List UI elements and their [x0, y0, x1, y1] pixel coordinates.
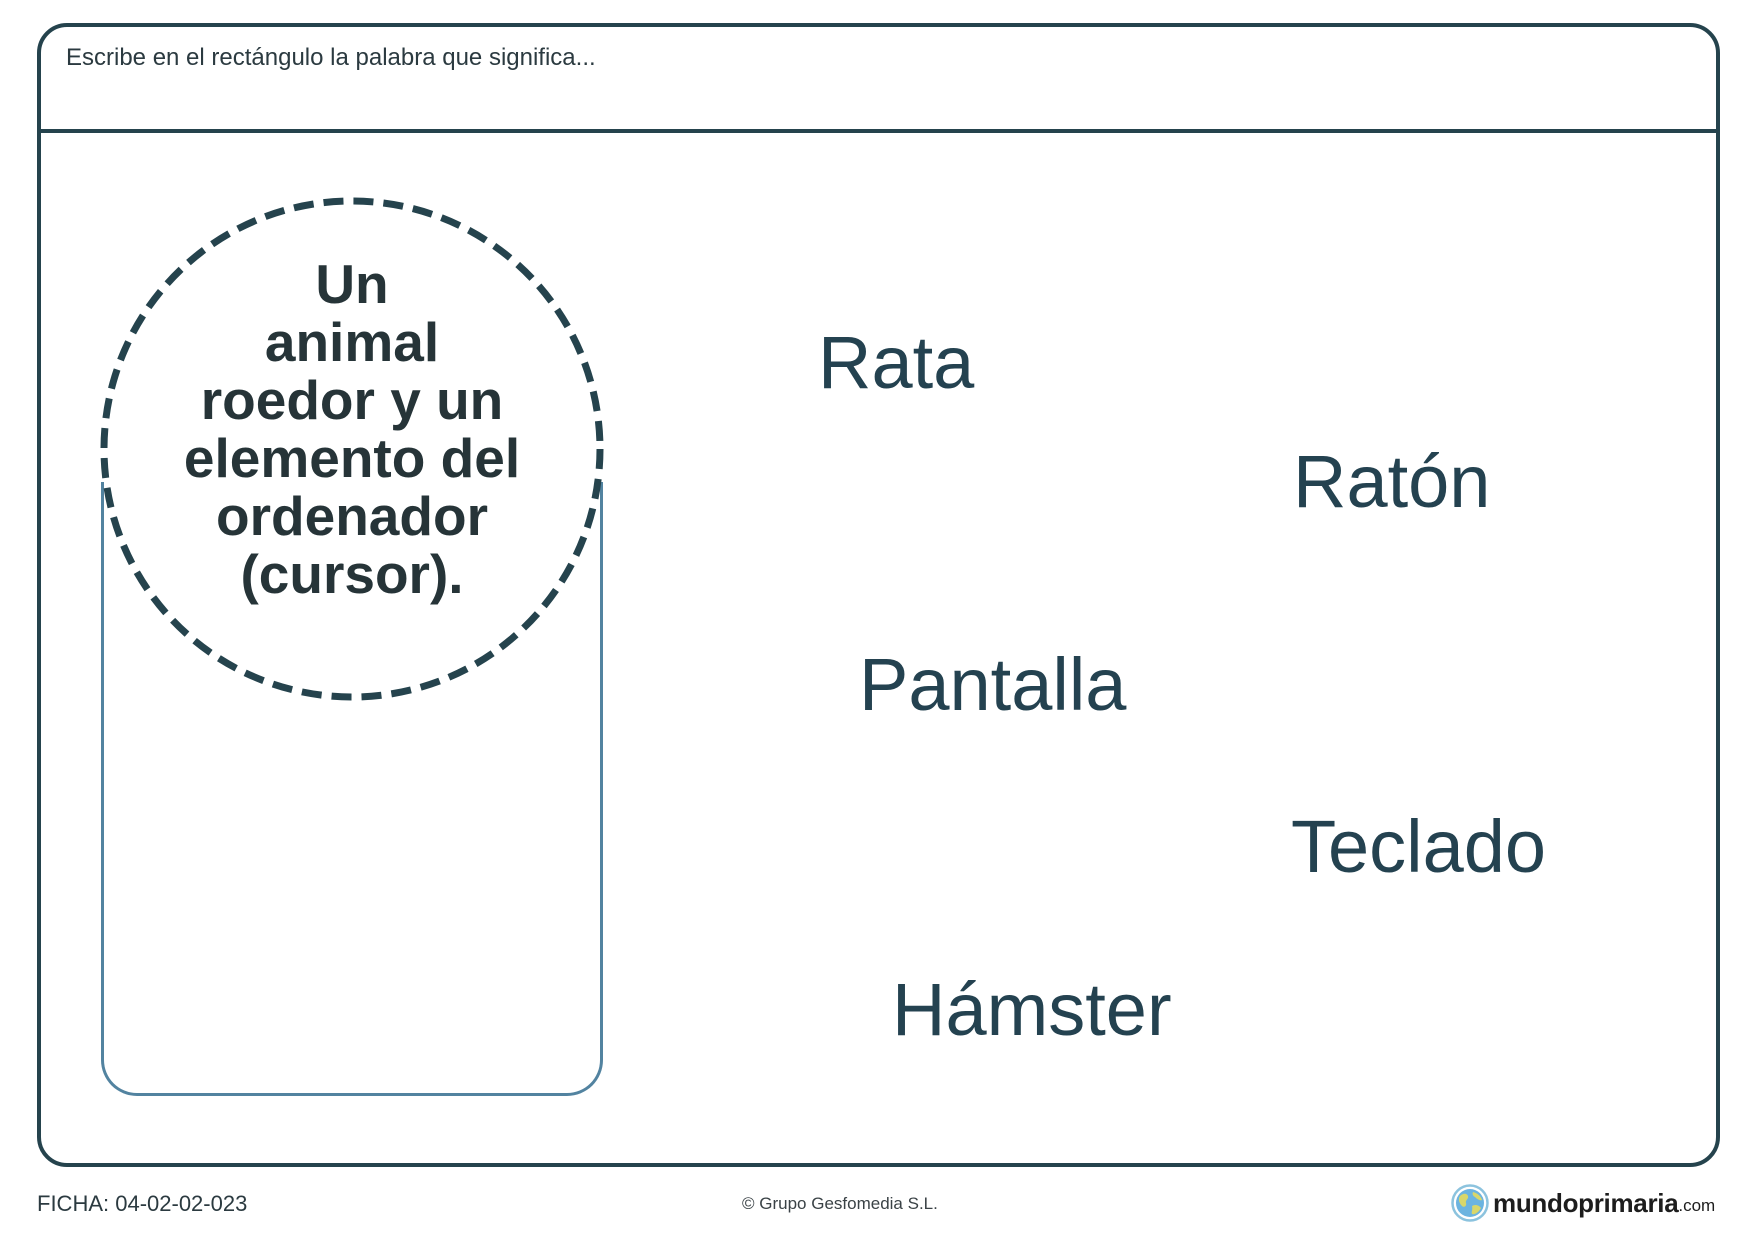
logo-tld: .com [1678, 1196, 1716, 1215]
clue-circle [99, 196, 605, 702]
clue-line: roedor y un [200, 369, 504, 431]
clue-line: (cursor). [240, 543, 464, 605]
copyright-text: © Grupo Gesfomedia S.L. [742, 1194, 938, 1213]
option-word-teclado[interactable]: Teclado [1291, 805, 1547, 888]
worksheet-code: FICHA: 04-02-02-023 [37, 1191, 248, 1216]
worksheet-frame [37, 23, 1720, 1167]
option-word-pantalla[interactable]: Pantalla [859, 643, 1127, 726]
instruction-text: Escribe en el rectángulo la palabra que … [66, 44, 596, 71]
option-word-rata[interactable]: Rata [818, 321, 975, 404]
option-word-raton[interactable]: Ratón [1293, 440, 1491, 523]
option-word-hamster[interactable]: Hámster [892, 968, 1172, 1051]
answer-box[interactable] [101, 482, 603, 1096]
logo-name: mundoprimaria [1493, 1187, 1679, 1218]
header-divider [37, 129, 1720, 133]
clue-text: Un animal roedor y un elemento del orden… [152, 255, 552, 603]
clue-line: ordenador [216, 485, 488, 547]
mundoprimaria-logo[interactable]: mundoprimaria .com [1451, 1183, 1715, 1223]
clue-line: animal [264, 311, 440, 373]
clue-line: Un [315, 253, 389, 315]
clue-line: elemento del [183, 427, 521, 489]
globe-icon [1451, 1184, 1489, 1222]
dashed-circle-icon [100, 197, 604, 701]
